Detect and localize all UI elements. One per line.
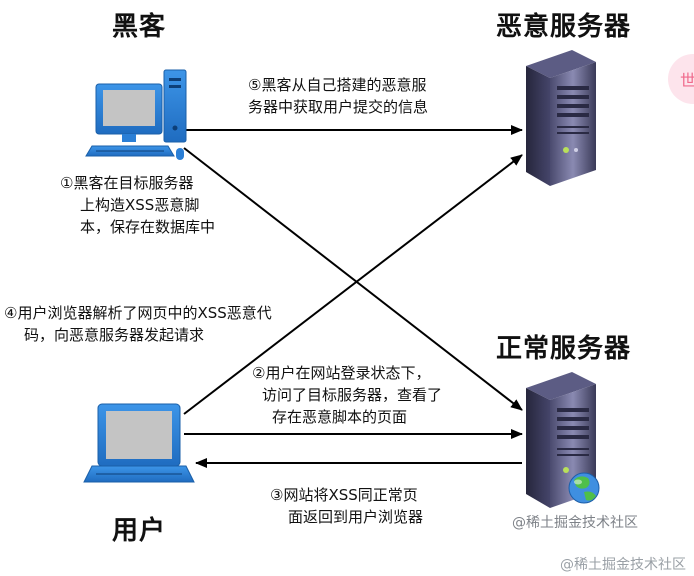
step2-line: 存在恶意脚本的页面 [272,408,408,426]
normal-server-title: 正常服务器 [496,334,632,364]
step5-label: ⑤黑客从自己搭建的恶意服 务器中获取用户提交的信息 [248,74,428,118]
laptop-icon [83,403,195,483]
side-tab-glyph: 世 [680,71,694,90]
step1-line: ①黑客在目标服务器 [60,174,194,192]
watermark-over-server: @稀土掘金技术社区 [512,515,638,531]
step4-line: 码，向恶意服务器发起请求 [24,326,205,344]
malicious-server-title: 恶意服务器 [496,12,632,42]
step4-line: ④用户浏览器解析了网页中的XSS恶意代 [4,304,272,322]
desktop-computer-icon [85,69,187,160]
watermark-corner: @稀土掘金技术社区 [560,557,686,573]
step1-line: 上构造XSS恶意脚 [80,196,200,214]
step1-label: ①黑客在目标服务器 上构造XSS恶意脚 本，保存在数据库中 [60,172,215,238]
step5-line: ⑤黑客从自己搭建的恶意服 [248,76,427,94]
globe-icon [568,472,600,504]
step2-line: ②用户在网站登录状态下， [252,364,431,382]
malicious-server-icon [526,50,596,186]
arrow-step1-hacker-to-normal [183,147,523,411]
user-title: 用户 [112,516,167,546]
step5-line: 务器中获取用户提交的信息 [248,98,429,116]
step4-label: ④用户浏览器解析了网页中的XSS恶意代 码，向恶意服务器发起请求 [4,302,272,346]
step2-label: ②用户在网站登录状态下， 访问了目标服务器，查看了 存在恶意脚本的页面 [252,362,442,428]
arrow-step4-user-to-malicious [183,154,523,415]
step3-line: 面返回到用户浏览器 [288,508,424,526]
step3-line: ③网站将XSS同正常页 [270,486,418,504]
step3-label: ③网站将XSS同正常页 面返回到用户浏览器 [270,484,423,528]
hacker-title: 黑客 [112,12,167,42]
step1-line: 本，保存在数据库中 [80,218,216,236]
step2-line: 访问了目标服务器，查看了 [262,386,443,404]
